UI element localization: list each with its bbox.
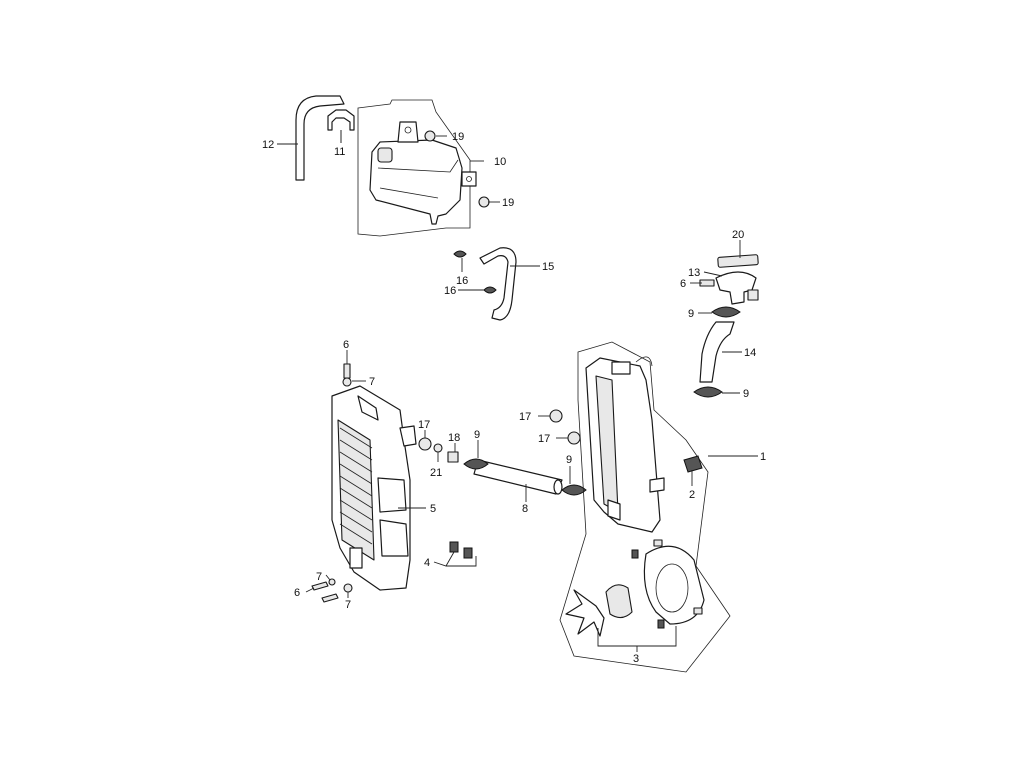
- small-hardware-group: [418, 409, 581, 463]
- callout-9a: 9: [688, 308, 694, 320]
- callout-1: 1: [760, 451, 766, 463]
- callout-17c: 17: [538, 433, 550, 445]
- collar-21: [433, 443, 443, 453]
- fan-motor: [605, 584, 633, 619]
- callout-13: 13: [688, 267, 700, 279]
- callout-3: 3: [633, 653, 639, 665]
- clamp-16b: [483, 286, 497, 294]
- filler-neck-13: [715, 271, 757, 305]
- callout-2: 2: [689, 489, 695, 501]
- callout-7c: 7: [345, 599, 351, 611]
- clip-4b: [463, 547, 473, 559]
- fan-shroud: [643, 545, 705, 625]
- washer-7b: [328, 578, 336, 586]
- bolt-6a: [699, 279, 715, 287]
- callout-9d: 9: [566, 454, 572, 466]
- callout-16b: 16: [444, 285, 456, 297]
- breather-hose: [295, 95, 345, 181]
- callout-10: 10: [494, 156, 506, 168]
- callout-6a: 6: [680, 278, 686, 290]
- hose-fitting: [327, 109, 355, 131]
- washer-7c: [343, 583, 353, 593]
- callout-7b: 7: [316, 571, 322, 583]
- reservoir-bracket-top: [397, 121, 419, 143]
- callout-9c: 9: [474, 429, 480, 441]
- bolt-18: [447, 451, 459, 463]
- callout-7a: 7: [369, 376, 375, 388]
- reservoir-group: [357, 99, 490, 237]
- bolt-19a: [424, 130, 436, 142]
- hose-15: [479, 247, 517, 321]
- filler-neck-group: [693, 254, 759, 398]
- callout-16a: 16: [456, 275, 468, 287]
- clamp-9b: [693, 386, 723, 398]
- left-radiator-group: [311, 363, 473, 603]
- callout-11: 11: [334, 146, 345, 158]
- leader-lines: [277, 130, 758, 652]
- bolt-19b: [478, 196, 490, 208]
- right-radiator-group: [559, 341, 731, 673]
- callout-5: 5: [430, 503, 436, 515]
- clip-4a: [449, 541, 459, 553]
- reservoir-bracket-side: [461, 171, 477, 187]
- callout-8: 8: [522, 503, 528, 515]
- hose-14: [699, 321, 735, 383]
- callout-17b: 17: [519, 411, 531, 423]
- reservoir-tank: [369, 139, 463, 225]
- grommet-17c: [567, 431, 581, 445]
- bolt-6d: [321, 593, 339, 603]
- clamp-9a: [711, 306, 741, 318]
- fan-group: [565, 539, 705, 637]
- grommet-17b: [549, 409, 563, 423]
- callout-15: 15: [542, 261, 554, 273]
- breather-hose-group: [295, 95, 355, 181]
- callout-14: 14: [744, 347, 756, 359]
- callout-17a: 17: [418, 419, 430, 431]
- callout-19a: 19: [452, 131, 464, 143]
- callout-labels: 12 11 19 10 19 15 16 16 20 13 6 9 14 9 6…: [262, 131, 766, 665]
- radiator-fins: [339, 427, 373, 545]
- reservoir-cap: [377, 147, 393, 163]
- washer-7a: [342, 377, 352, 387]
- callout-9b: 9: [743, 388, 749, 400]
- bolt-6c: [311, 581, 329, 591]
- callout-4: 4: [424, 557, 430, 569]
- callout-12: 12: [262, 139, 274, 151]
- grommet-17a: [418, 437, 432, 451]
- switch-2: [683, 455, 703, 473]
- clamp-16a: [453, 250, 467, 258]
- callout-6c: 6: [294, 587, 300, 599]
- callout-18: 18: [448, 432, 460, 444]
- callout-6b: 6: [343, 339, 349, 351]
- hose-15-group: [453, 247, 517, 321]
- hose-8-group: [463, 458, 587, 496]
- seal-20: [717, 254, 759, 268]
- callout-19b: 19: [502, 197, 514, 209]
- callout-21: 21: [430, 467, 442, 479]
- bolt-6b: [343, 363, 351, 379]
- fan-blade: [565, 589, 605, 637]
- clamp-9d: [561, 484, 587, 496]
- callout-20: 20: [732, 229, 744, 241]
- clamp-9c: [463, 458, 489, 470]
